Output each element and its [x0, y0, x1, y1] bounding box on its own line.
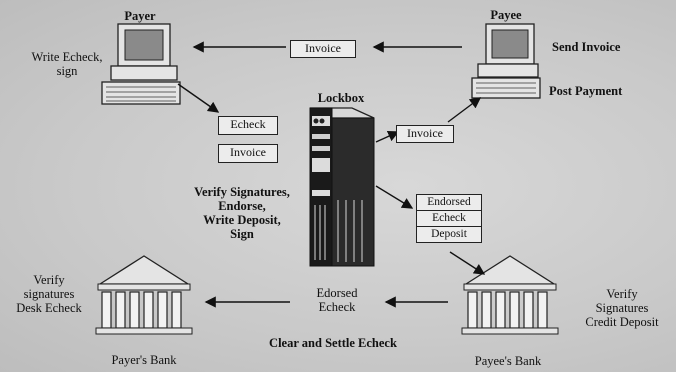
arrow-lockbox-to-endorsed — [376, 186, 412, 208]
payee-bank-verify-line-2: Signatures — [570, 301, 674, 315]
payee-bank-verify-line-3: Credit Deposit — [570, 315, 674, 329]
payers-bank-label: Payer's Bank — [94, 353, 194, 367]
stack-deposit: Deposit — [417, 227, 481, 242]
payee-computer-icon — [472, 24, 540, 98]
payer-bank-verify-line-3: Desk Echeck — [6, 301, 92, 315]
invoice-document-top: Invoice — [290, 40, 356, 58]
lockbox-label: Lockbox — [306, 91, 376, 105]
invoice-document-right: Invoice — [396, 125, 454, 143]
payee-bank-verify-line-1: Verify — [570, 287, 674, 301]
payee-label: Payee — [476, 8, 536, 22]
arrow-invoice-to-payee — [448, 98, 480, 122]
payee-bank-verify-label: Verify Signatures Credit Deposit — [570, 287, 674, 329]
send-invoice-label: Send Invoice — [552, 40, 620, 54]
edorsed-echeck-line-1: Edorsed — [296, 286, 378, 300]
stack-echeck: Echeck — [417, 211, 481, 227]
arrow-endorsed-to-payee-bank — [450, 252, 484, 274]
payer-bank-verify-line-1: Verify — [6, 273, 92, 287]
invoice-document-middle: Invoice — [218, 144, 278, 163]
arrow-payer-to-echeck — [178, 84, 218, 112]
lockbox-step-3: Write Deposit, — [180, 213, 304, 227]
payer-bank-verify-line-2: signatures — [6, 287, 92, 301]
payees-bank-icon — [462, 256, 558, 334]
lockbox-step-1: Verify Signatures, — [180, 185, 304, 199]
echeck-document: Echeck — [218, 116, 278, 135]
lockbox-server-icon — [310, 108, 374, 266]
lockbox-steps-label: Verify Signatures, Endorse, Write Deposi… — [180, 185, 304, 241]
write-echeck-line-1: Write Echeck, — [22, 50, 112, 64]
edorsed-echeck-line-2: Echeck — [296, 300, 378, 314]
payer-label: Payer — [110, 9, 170, 23]
endorsed-echeck-deposit-stack: Endorsed Echeck Deposit — [416, 194, 482, 243]
payers-bank-icon — [96, 256, 192, 334]
clear-settle-label: Clear and Settle Echeck — [238, 336, 428, 350]
lockbox-step-2: Endorse, — [180, 199, 304, 213]
write-echeck-line-2: sign — [22, 64, 112, 78]
arrow-lockbox-to-invoice — [376, 132, 398, 142]
payees-bank-label: Payee's Bank — [458, 354, 558, 368]
edorsed-echeck-label: Edorsed Echeck — [296, 286, 378, 314]
post-payment-label: Post Payment — [549, 84, 622, 98]
payer-bank-verify-label: Verify signatures Desk Echeck — [6, 273, 92, 315]
payer-computer-icon — [102, 24, 180, 104]
stack-endorsed: Endorsed — [417, 195, 481, 211]
lockbox-step-4: Sign — [180, 227, 304, 241]
write-echeck-label: Write Echeck, sign — [22, 50, 112, 78]
